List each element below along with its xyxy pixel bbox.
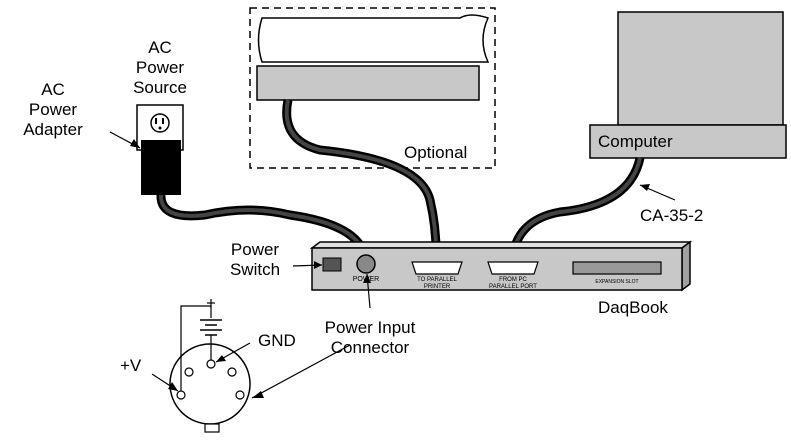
din-pin-3 (206, 359, 216, 369)
ac-power-source-line-3: Source (133, 78, 187, 97)
ac-power-adapter (141, 140, 181, 195)
din-pin-4 (227, 367, 237, 377)
power-input-line-2: Connector (330, 338, 410, 357)
plus-v-leader-arrow (168, 382, 178, 391)
power-switch (322, 257, 342, 272)
optional-label: Optional (404, 143, 468, 162)
printer-paper (257, 14, 490, 63)
ac-power-source-line-2: Power (135, 58, 185, 77)
outlet-ground-hole (158, 126, 162, 130)
panel-printer-label-1: TO PARALLEL (417, 277, 457, 283)
pc-db25-connector (487, 261, 539, 275)
power-input-leader-arrow (363, 274, 371, 283)
ac-power-adapter-line-2: Power (28, 100, 78, 119)
ac-power-adapter-line-3: Adapter (23, 120, 83, 139)
ac-power-adapter-label: AC Power Adapter (18, 80, 88, 140)
battery-wire-plus (180, 305, 212, 391)
printer-cable (282, 99, 441, 263)
computer-monitor (617, 11, 784, 126)
connector-leader (251, 344, 351, 399)
power-switch-label: Power Switch (220, 240, 290, 280)
panel-power-label: POWER (353, 276, 379, 283)
power-input-line-1: Power Input (324, 318, 416, 337)
daqbook-side (681, 240, 691, 292)
adapter-to-daqbook-cable-inner (158, 194, 367, 259)
optional-dashed-box (249, 7, 496, 169)
panel-expansion-label: EXPANSION SLOT (595, 279, 638, 285)
power-switch-line-1: Power (230, 240, 280, 259)
computer-base (589, 124, 787, 159)
power-input-jack (356, 254, 376, 274)
power-input-connector-label: Power Input Connector (320, 318, 420, 358)
outlet-slot-left (155, 118, 157, 124)
cable-leader-arrow (640, 184, 650, 191)
outlet-slot-right (162, 118, 164, 124)
computer-label: Computer (598, 132, 673, 151)
ac-power-adapter-line-1: AC (41, 80, 65, 99)
power-switch-line-2: Switch (229, 260, 281, 279)
daqbook-label: DaqBook (598, 298, 668, 317)
din-connector (169, 343, 251, 425)
panel-pc-label-1: FROM PC (499, 277, 527, 283)
switch-leader-arrow (314, 261, 322, 269)
panel-pc-label-2: PARALLEL PORT (489, 284, 537, 290)
printer-db25-connector (411, 261, 463, 275)
computer-cable-inner (510, 157, 642, 263)
cable-label: CA-35-2 (640, 206, 704, 225)
gnd-leader-arrow (216, 355, 226, 362)
ac-power-source-label: AC Power Source (130, 38, 190, 98)
printer-body (256, 65, 480, 101)
din-pin-1 (176, 390, 186, 400)
din-pin-2 (184, 367, 194, 377)
din-key (204, 423, 220, 433)
panel-printer-label-2: PRINTER (424, 284, 451, 290)
expansion-slot (572, 261, 662, 275)
connector-leader-arrow (252, 391, 264, 398)
ac-power-source-line-1: AC (148, 38, 172, 57)
adapter-leader-arrow (130, 139, 140, 148)
gnd-label: GND (258, 331, 296, 350)
printer-cable-inner (284, 99, 439, 263)
plus-v-label: +V (120, 356, 142, 375)
daqbook-top (309, 241, 693, 249)
din-pin-5 (235, 390, 245, 400)
